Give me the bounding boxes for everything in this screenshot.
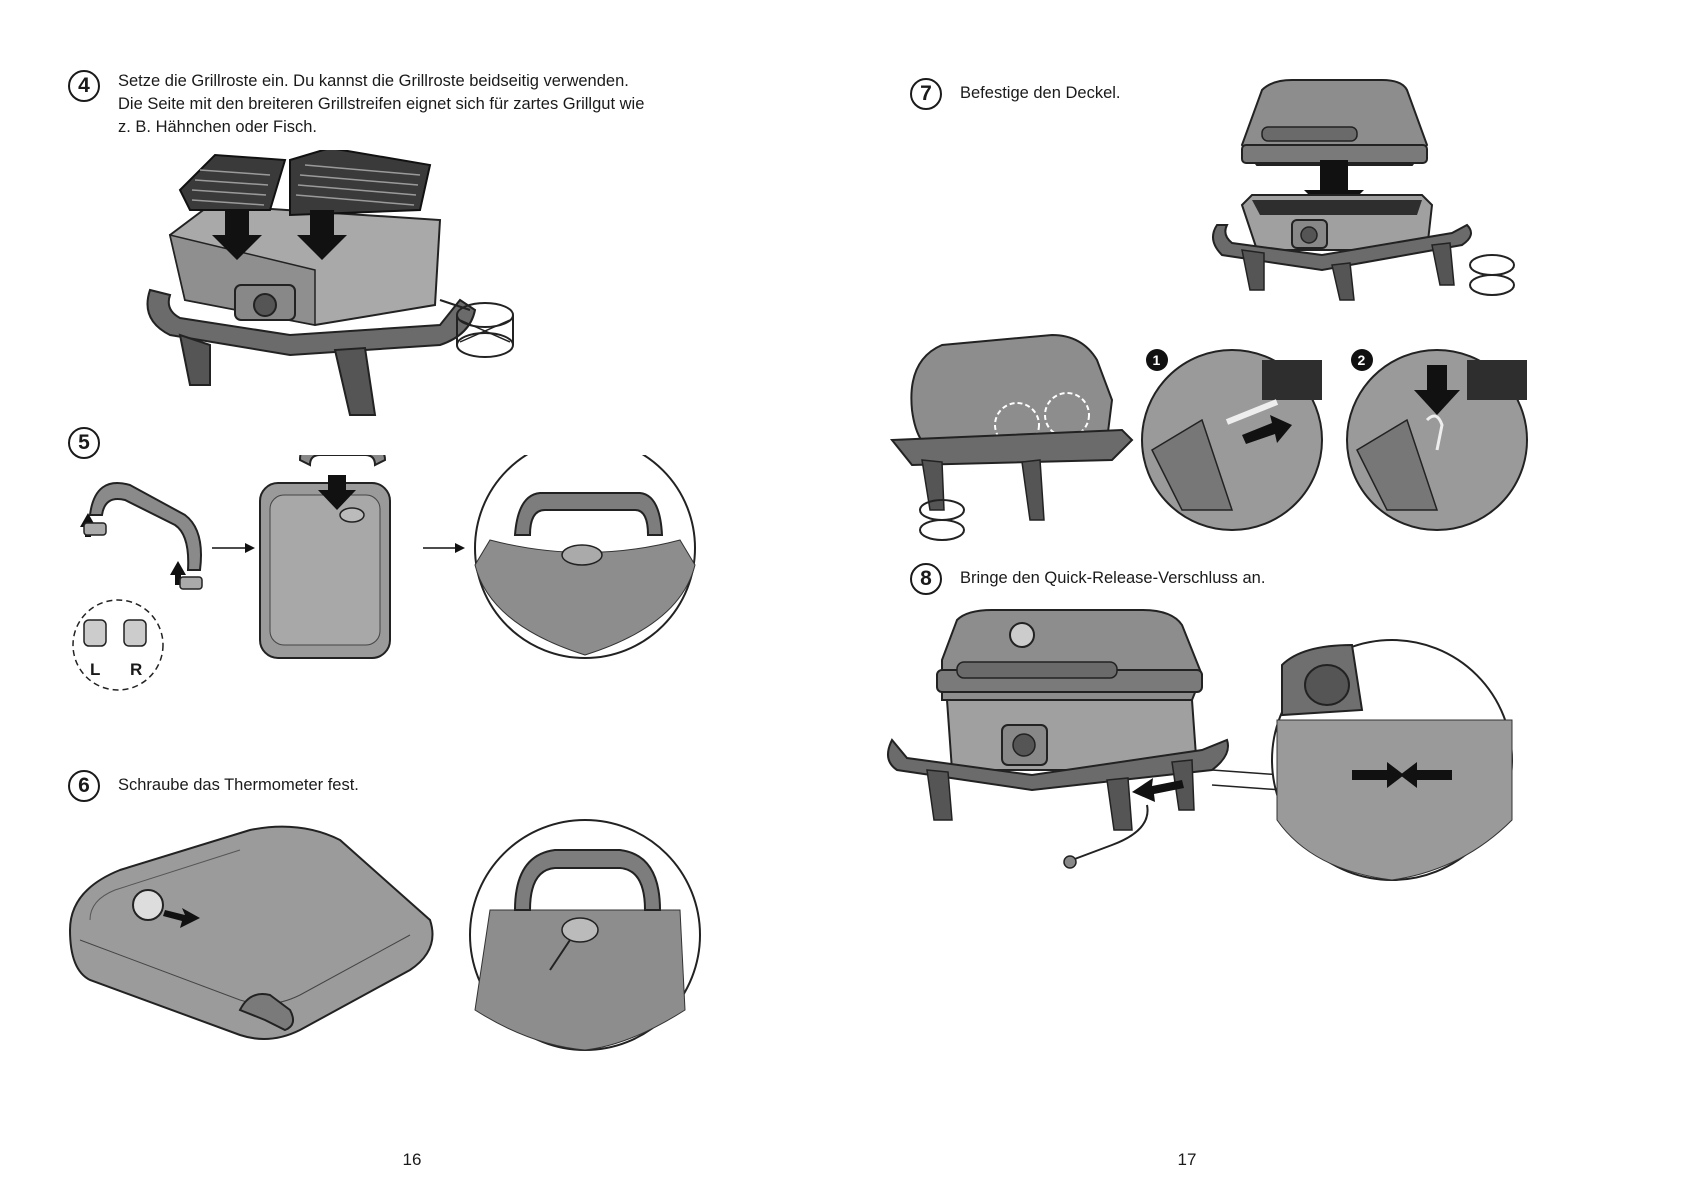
callout-badge (1146, 349, 1168, 371)
page-16: 4 Setze die Grillroste ein. Du kannst di… (0, 0, 841, 1194)
step-8: 8 Bringe den Quick-Release-Verschluss an… (910, 563, 1265, 595)
step-number-badge: 6 (68, 770, 100, 802)
page-number: 16 (402, 1150, 422, 1169)
grill-grates-illustration (146, 150, 514, 416)
detail-circle-lr (72, 599, 164, 691)
hinge-detail-illustration: 1 2 (889, 333, 1528, 541)
instruction-line: Setze die Grillroste ein. Du kannst die … (118, 72, 629, 90)
quick-release-illustration (887, 609, 1513, 881)
step-instruction: Setze die Grillroste ein. Du kannst die … (118, 70, 644, 139)
label-left: L (90, 660, 100, 679)
step-6: 6 Schraube das Thermometer fest. (68, 770, 359, 802)
instruction-line: z. B. Hähnchen oder Fisch. (118, 118, 318, 136)
page-17: 7 Befestige den Deckel. (842, 0, 1683, 1194)
callout-badge (1351, 349, 1373, 371)
step-instruction: Befestige den Deckel. (960, 84, 1121, 102)
instruction-line: Die Seite mit den breiteren Grillstreife… (118, 95, 645, 113)
step-instruction: Bringe den Quick-Release-Verschluss an. (960, 569, 1266, 587)
handle-assembly-illustration: L R (72, 455, 696, 691)
step-number-badge: 7 (910, 78, 942, 110)
step-5: 5 (68, 427, 100, 459)
callout-number: 1 (1153, 352, 1161, 368)
step-number-badge: 8 (910, 563, 942, 595)
step-instruction: Schraube das Thermometer fest. (118, 776, 359, 794)
thermometer-illustration (68, 819, 701, 1051)
label-right: R (130, 660, 142, 679)
step-number-badge: 5 (68, 427, 100, 459)
page-number: 17 (1177, 1150, 1197, 1169)
lid-mounting-illustration (1212, 79, 1515, 301)
step-7: 7 Befestige den Deckel. (910, 78, 1121, 110)
callout-number: 2 (1358, 352, 1366, 368)
step-number-badge: 4 (68, 70, 100, 102)
step-4: 4 Setze die Grillroste ein. Du kannst di… (68, 70, 644, 139)
